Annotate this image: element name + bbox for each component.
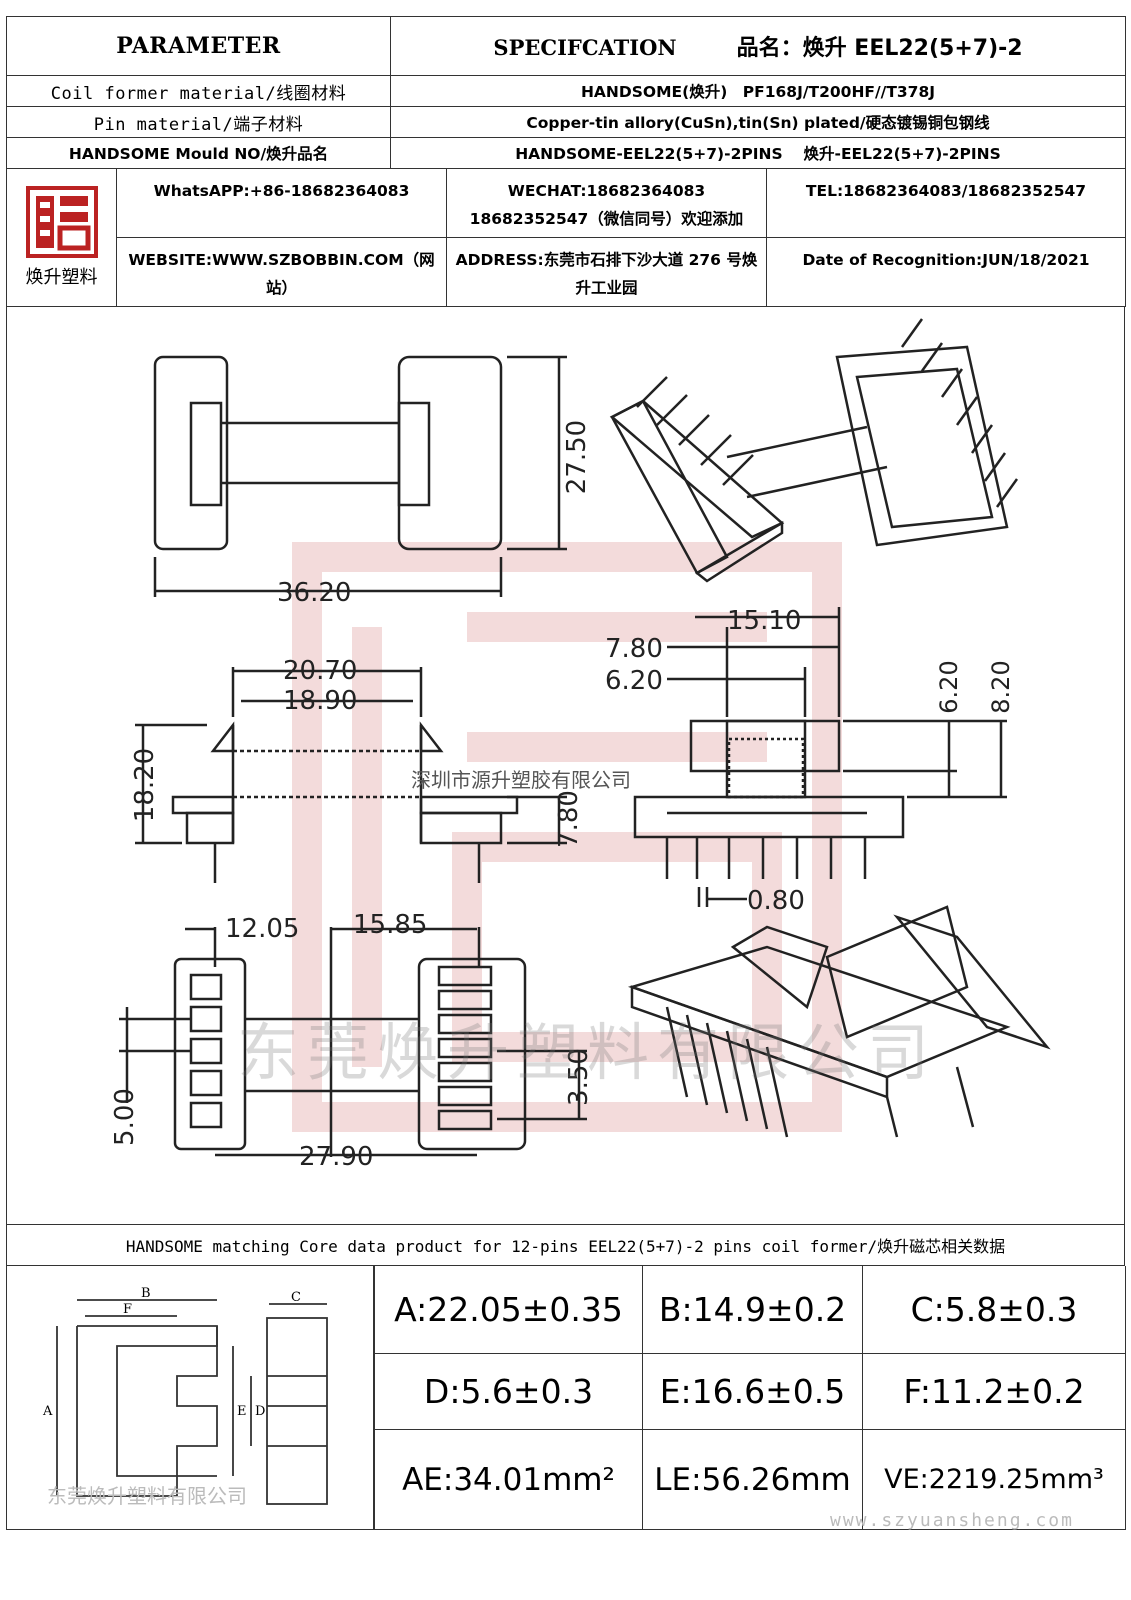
pin-material-label: Pin material/端子材料 bbox=[6, 106, 391, 138]
watermark-small: 深圳市源升塑胶有限公司 bbox=[411, 768, 631, 792]
coil-material-label: Coil former material/线圈材料 bbox=[6, 75, 391, 107]
core-section: 东莞焕升塑料有限公司 A B C D E F A:22.05±0.35 B:14… bbox=[6, 1265, 1126, 1530]
address: ADDRESS:东莞市石排下沙大道 276 号焕升工业园 bbox=[446, 236, 767, 307]
spec-sheet: PARAMETER SPECIFCATION 品名：焕升 EEL22(5+7)-2… bbox=[6, 16, 1126, 1576]
core-label-c: C bbox=[291, 1289, 301, 1305]
logo-name: 焕升塑料 bbox=[25, 267, 98, 288]
front-view bbox=[633, 606, 1007, 907]
core-label-d: D bbox=[255, 1403, 266, 1419]
core-drawing: 东莞焕升塑料有限公司 A B C D E F bbox=[6, 1265, 374, 1530]
dim-j-value: 6.20 bbox=[935, 660, 963, 713]
bottom-view bbox=[119, 926, 587, 1157]
core-label-f: F bbox=[123, 1301, 133, 1317]
company-logo-icon bbox=[25, 186, 98, 258]
footer-url: www.szyuansheng.com bbox=[830, 1510, 1074, 1531]
drawing-svg: 36.20 27.50 bbox=[110, 317, 1051, 1172]
dim-o-value: 3.50 bbox=[564, 1048, 594, 1106]
isometric-view-top bbox=[609, 317, 1019, 583]
dim-l-value: 0.80 bbox=[747, 886, 805, 916]
tel: TEL:18682364083/18682352547 bbox=[766, 167, 1126, 238]
specification-label: SPECIFCATION bbox=[493, 35, 677, 60]
core-value-le: LE:56.26mm bbox=[642, 1429, 863, 1530]
core-value-ve: VE:2219.25mm³ bbox=[862, 1429, 1126, 1530]
dim-c-value: 20.70 bbox=[283, 656, 357, 686]
core-value-d: D:5.6±0.3 bbox=[374, 1353, 643, 1430]
dim-h-value: 7.80 bbox=[605, 634, 663, 664]
coil-material-value: HANDSOME(焕升) PF168J/T200HF//T378J bbox=[390, 75, 1126, 107]
mould-no-label: HANDSOME Mould NO/焕升品名 bbox=[6, 137, 391, 169]
dim-q-value: 27.90 bbox=[299, 1142, 373, 1172]
dim-b-value: 36.20 bbox=[277, 578, 351, 608]
dim-g-value: 15.10 bbox=[727, 606, 801, 636]
dim-n-value: 15.85 bbox=[353, 910, 427, 940]
core-drawing-svg bbox=[56, 1298, 328, 1505]
watermark-big: 东莞焕升塑料有限公司 bbox=[237, 1015, 938, 1089]
dim-f-value: 7.80 bbox=[554, 790, 584, 848]
website: WEBSITE:WWW.SZBOBBIN.COM（网站） bbox=[116, 236, 447, 307]
pin-material-value: Copper-tin allory(CuSn),tin(Sn) plated/硬… bbox=[390, 106, 1126, 138]
core-value-f: F:11.2±0.2 bbox=[862, 1353, 1126, 1430]
wechat: WECHAT:18682364083 18682352547（微信同号）欢迎添加 bbox=[446, 167, 767, 238]
dim-a-value: 27.50 bbox=[562, 419, 592, 493]
parameter-header: PARAMETER bbox=[6, 16, 391, 76]
product-name: 品名：焕升 EEL22(5+7)-2 bbox=[736, 36, 1023, 61]
side-view bbox=[135, 666, 567, 883]
core-watermark: 东莞焕升塑料有限公司 bbox=[47, 1483, 247, 1508]
parameter-table: PARAMETER SPECIFCATION 品名：焕升 EEL22(5+7)-2… bbox=[6, 16, 1126, 169]
core-value-c: C:5.8±0.3 bbox=[862, 1265, 1126, 1354]
logo-cell: 焕升塑料 bbox=[6, 167, 117, 307]
contact-table: 焕升塑料 WhatsAPP:+86-18682364083 WECHAT:186… bbox=[6, 167, 1126, 307]
core-label-e: E bbox=[237, 1403, 247, 1419]
dim-p-value: 5.00 bbox=[110, 1088, 140, 1146]
core-value-ae: AE:34.01mm² bbox=[374, 1429, 643, 1530]
specification-header: SPECIFCATION 品名：焕升 EEL22(5+7)-2 bbox=[390, 16, 1126, 76]
isometric-view-bottom bbox=[627, 904, 1051, 1137]
dim-i-value: 6.20 bbox=[605, 666, 663, 696]
dim-k-value: 8.20 bbox=[987, 660, 1015, 713]
dim-m-value: 12.05 bbox=[225, 914, 299, 944]
date-of-recognition: Date of Recognition:JUN/18/2021 bbox=[766, 236, 1126, 307]
core-label-b: B bbox=[141, 1285, 151, 1301]
core-value-a: A:22.05±0.35 bbox=[374, 1265, 643, 1354]
dim-e-value: 18.20 bbox=[130, 747, 160, 821]
core-value-e: E:16.6±0.5 bbox=[642, 1353, 863, 1430]
core-values-table: A:22.05±0.35 B:14.9±0.2 C:5.8±0.3 D:5.6±… bbox=[374, 1265, 1126, 1530]
whatsapp: WhatsAPP:+86-18682364083 bbox=[116, 167, 447, 238]
core-value-b: B:14.9±0.2 bbox=[642, 1265, 863, 1354]
core-label-a: A bbox=[43, 1403, 53, 1419]
technical-drawing: 36.20 27.50 bbox=[6, 306, 1125, 1224]
dim-d-value: 18.90 bbox=[283, 686, 357, 716]
mould-no-value: HANDSOME-EEL22(5+7)-2PINS 焕升-EEL22(5+7)-… bbox=[390, 137, 1126, 169]
core-title: HANDSOME matching Core data product for … bbox=[6, 1223, 1125, 1266]
top-view bbox=[153, 355, 567, 597]
